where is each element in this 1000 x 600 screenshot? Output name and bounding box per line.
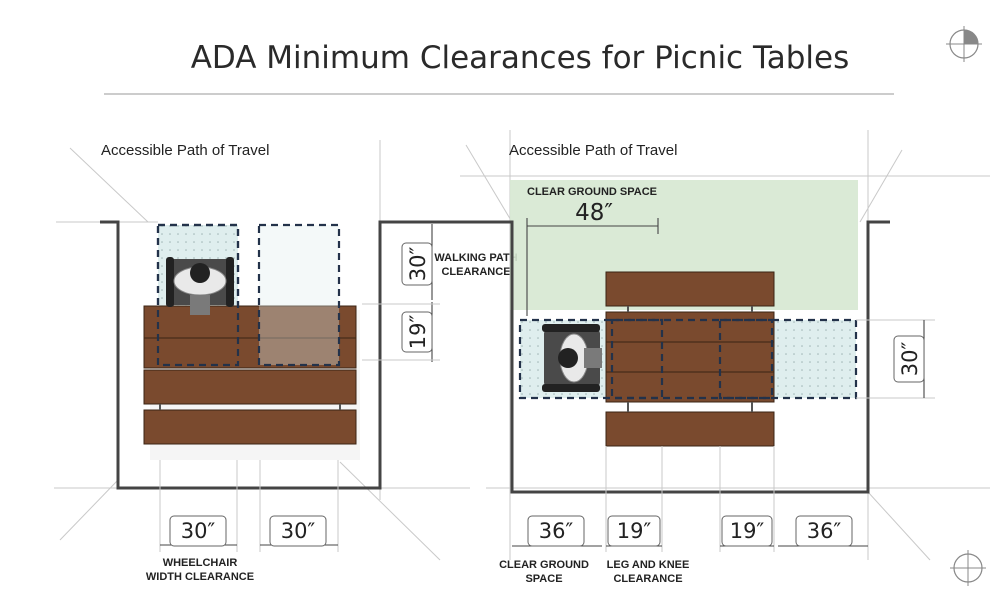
path-boundary (384, 220, 890, 494)
wheelchair-user-icon (166, 257, 234, 315)
dim-bottom-2: 19″ (617, 519, 652, 543)
width-dimensions: 30″ 30″ WHEELCHAIR WIDTH CLEARANCE (146, 460, 339, 583)
dim-bottom-1: 36″ (539, 519, 574, 543)
bottom-dimensions: 36″ 19″ 19″ 36″ CLEAR GROUND SPACE LEG A… (499, 446, 868, 585)
knee-zone-right (718, 318, 774, 400)
right-diagram: Accessible Path of Travel CLEAR GROUND S… (384, 130, 990, 585)
crosshair-mark-icon (950, 550, 986, 586)
dim-clear-ground: 48″ (575, 200, 613, 226)
clear-ground-caption: CLEAR GROUND SPACE (527, 186, 657, 198)
overhang-dimension: 19″ (362, 302, 440, 362)
walking-path-caption-1: WALKING PATH (434, 252, 517, 264)
caption-knee-1: LEG AND KNEE (607, 559, 690, 571)
width-caption-2: WIDTH CLEARANCE (146, 571, 254, 583)
dim-side: 30″ (898, 342, 922, 377)
dim-width-1: 30″ (181, 519, 216, 543)
width-caption-1: WHEELCHAIR (163, 557, 238, 569)
dim-bottom-3: 19″ (730, 519, 765, 543)
picnic-table (143, 305, 360, 460)
left-diagram: Accessible Path of Travel (54, 140, 518, 583)
caption-clear-2: SPACE (525, 573, 562, 585)
page-title: ADA Minimum Clearances for Picnic Tables (191, 40, 850, 76)
caption-knee-2: CLEARANCE (613, 573, 682, 585)
crosshair-mark-icon (946, 26, 982, 62)
walking-path-dimension: 30″ WALKING PATH CLEARANCE (401, 224, 518, 300)
secondary-clear-zone (257, 223, 341, 367)
caption-clear-1: CLEAR GROUND (499, 559, 589, 571)
dim-bottom-4: 36″ (807, 519, 842, 543)
wheelchair-clear-zone-outline (156, 223, 240, 367)
dim-walking-path: 30″ (406, 247, 430, 282)
wheelchair-user-icon (542, 324, 602, 392)
knee-clear-zone-outline (518, 318, 858, 400)
clear-ground-dimension: 48″ (526, 200, 659, 316)
walking-path-caption-2: CLEARANCE (441, 266, 510, 278)
section-label: Accessible Path of Travel (101, 142, 269, 159)
knee-zone-left (610, 318, 664, 400)
picnic-table (605, 271, 775, 447)
section-label: Accessible Path of Travel (509, 142, 677, 159)
dim-overhang: 19″ (406, 315, 430, 350)
side-dimension: 30″ (856, 319, 935, 399)
dim-width-2: 30″ (281, 519, 316, 543)
